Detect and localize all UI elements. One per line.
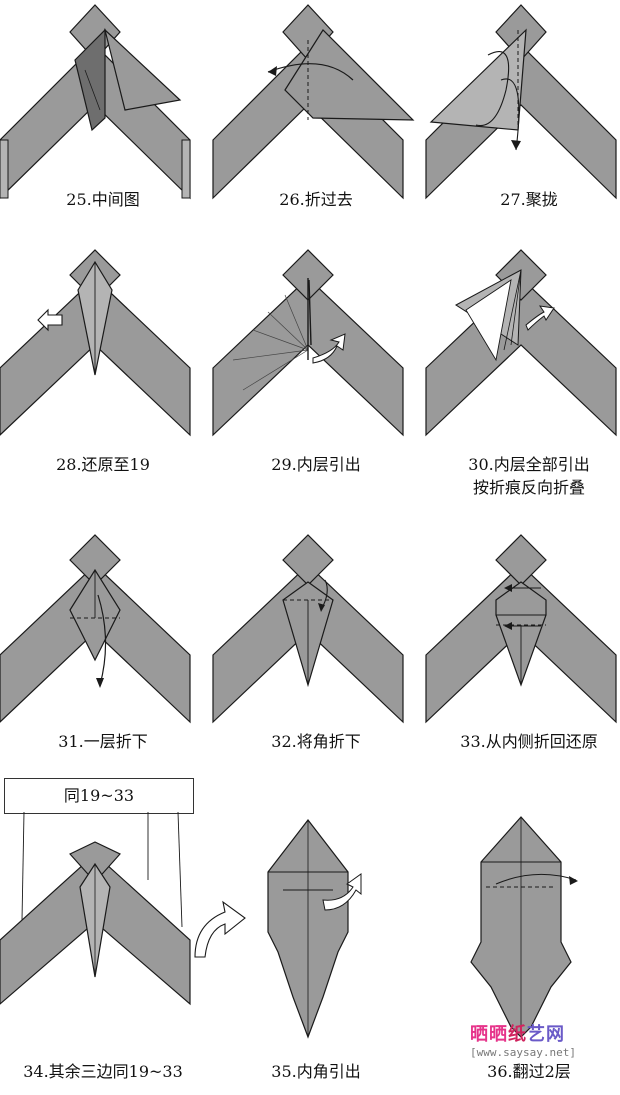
step-30-drawing (425, 249, 617, 437)
step-caption: 32.将角折下 (271, 732, 361, 751)
step-28-drawing (0, 249, 191, 437)
step-caption: 25.中间图 (66, 190, 140, 209)
watermark-logo-text: 晒晒纸艺网 (470, 1024, 565, 1045)
step-25: 25.中间图 (0, 0, 206, 265)
step-25-drawing (0, 4, 191, 200)
step-caption: 29.内层引出 (271, 455, 361, 474)
step-30: 30.内层全部引出 按折痕反向折叠 (425, 249, 620, 515)
step-36: 36.翻过2层 (426, 812, 620, 1081)
step-caption: 30.内层全部引出 (468, 455, 590, 474)
step-31-drawing (0, 534, 191, 724)
step-35: 35.内角引出 (194, 812, 419, 1081)
step-27-drawing (425, 4, 617, 200)
same-as-steps-box: 同19~33 (4, 778, 194, 814)
step-31: 31.一层折下 (0, 530, 206, 795)
step-28: 28.还原至19 (0, 249, 206, 515)
step-caption: 27.聚拢 (500, 190, 558, 209)
step-caption-second-line: 按折痕反向折叠 (472, 478, 585, 497)
step-caption: 35.内角引出 (271, 1062, 361, 1081)
step-32-drawing (212, 534, 404, 724)
step-26: 26.折过去 (212, 0, 419, 265)
step-26-drawing (212, 4, 415, 200)
step-caption: 26.折过去 (279, 190, 353, 209)
step-33: 33.从内侧折回还原 (425, 530, 620, 795)
step-35-drawing (194, 819, 362, 1039)
site-watermark: 晒晒纸艺网 [www.saysay.net] (470, 1020, 610, 1066)
step-27: 27.聚拢 (425, 0, 620, 265)
step-caption: 34.其余三边同19~33 (23, 1062, 183, 1081)
step-caption: 31.一层折下 (58, 732, 148, 751)
step-29-drawing (212, 249, 404, 437)
step-caption: 36.翻过2层 (487, 1062, 571, 1081)
step-33-drawing (425, 534, 617, 724)
step-34-drawing (0, 811, 191, 1006)
step-29: 29.内层引出 (212, 249, 419, 515)
watermark-url: [www.saysay.net] (470, 1046, 576, 1059)
step-caption: 28.还原至19 (56, 455, 150, 474)
step-32: 32.将角折下 (212, 530, 419, 795)
step-caption: 33.从内侧折回还原 (460, 732, 598, 751)
step-34: 34.其余三边同19~33 (0, 811, 206, 1081)
step-36-drawing (470, 816, 578, 1038)
